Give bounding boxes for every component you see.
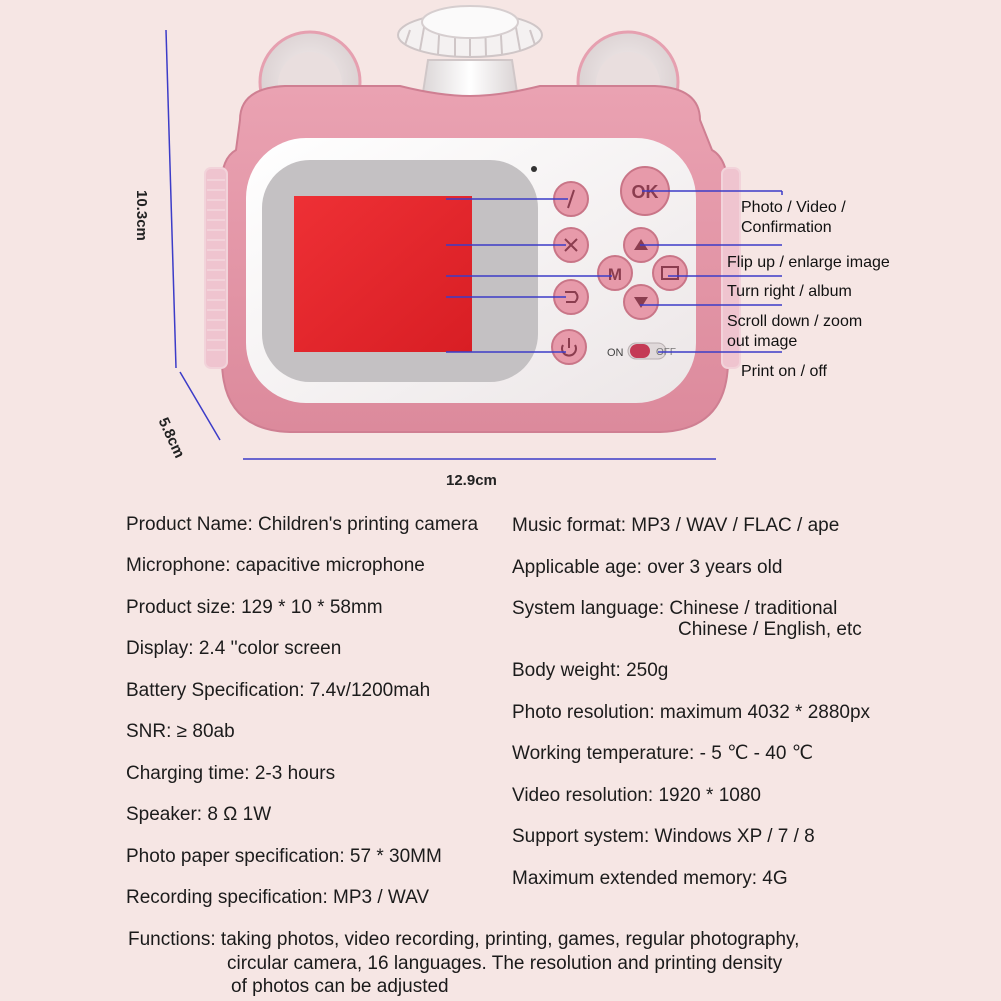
menu-button[interactable]: M: [597, 255, 633, 291]
spec-snr: SNR: ≥ 80ab: [126, 721, 235, 742]
functions-line-3: of photos can be adjusted: [231, 976, 449, 997]
album-button[interactable]: [652, 255, 688, 291]
callout-print: Print on / off: [741, 363, 827, 380]
callout-photo-video-line2: Confirmation: [741, 219, 832, 236]
right-grip: [721, 167, 741, 369]
spec-photo-paper: Photo paper specification: 57 * 30MM: [126, 846, 442, 867]
callout-turn-right: Turn right / album: [727, 283, 852, 300]
camera-drawing: OK M ON: [165, 5, 783, 460]
functions-line-2: circular camera, 16 languages. The resol…: [227, 953, 783, 974]
callout-scroll-down-line2: out image: [727, 333, 798, 350]
spec-charging-time: Charging time: 2-3 hours: [126, 763, 336, 784]
down-button[interactable]: [623, 284, 659, 320]
spec-system-language: System language: Chinese / traditional: [512, 598, 838, 619]
spec-product-name: Product Name: Children's printing camera: [126, 514, 479, 535]
spec-video-resolution: Video resolution: 1920 * 1080: [512, 785, 761, 806]
spec-max-memory: Maximum extended memory: 4G: [512, 868, 788, 889]
spec-music-format: Music format: MP3 / WAV / FLAC / ape: [512, 515, 840, 536]
lens-turret: [397, 5, 543, 126]
spec-photo-resolution: Photo resolution: maximum 4032 * 2880px: [512, 702, 871, 723]
callout-lines: [446, 190, 783, 353]
spec-display: Display: 2.4 ''color screen: [126, 638, 342, 659]
spec-working-temperature: Working temperature: - 5 ℃ - 40 ℃: [512, 743, 814, 764]
spec-microphone: Microphone: capacitive microphone: [126, 555, 425, 576]
dimension-lines: [165, 29, 716, 460]
spec-battery: Battery Specification: 7.4v/1200mah: [126, 680, 431, 701]
callout-flip-up: Flip up / enlarge image: [727, 254, 890, 271]
spec-speaker: Speaker: 8 Ω 1W: [126, 804, 272, 825]
spec-system-language-cont: Chinese / English, etc: [678, 619, 862, 640]
spec-product-size: Product size: 129 * 10 * 58mm: [126, 597, 383, 618]
height-label: 10.3cm: [133, 190, 150, 241]
spec-body-weight: Body weight: 250g: [512, 660, 669, 681]
functions-line-1: Functions: taking photos, video recordin…: [128, 929, 800, 950]
ok-label: OK: [632, 182, 659, 202]
callout-photo-video-line1: Photo / Video /: [741, 199, 846, 216]
camera-illustration: OK M ON: [0, 0, 1001, 500]
power-button[interactable]: [551, 329, 587, 365]
callout-photo-video: Photo / Video / Confirmation: [741, 198, 846, 238]
shutter-button[interactable]: [553, 181, 589, 217]
callout-scroll-down-line1: Scroll down / zoom: [727, 313, 863, 330]
on-label: ON: [607, 347, 624, 359]
screen: [294, 196, 472, 352]
spec-applicable-age: Applicable age: over 3 years old: [512, 557, 783, 578]
callout-scroll-down: Scroll down / zoom out image: [727, 312, 862, 352]
spec-support-system: Support system: Windows XP / 7 / 8: [512, 826, 815, 847]
m-label: M: [608, 265, 622, 284]
width-label: 12.9cm: [446, 472, 497, 489]
spec-recording: Recording specification: MP3 / WAV: [126, 887, 430, 908]
left-grip: [204, 167, 228, 369]
